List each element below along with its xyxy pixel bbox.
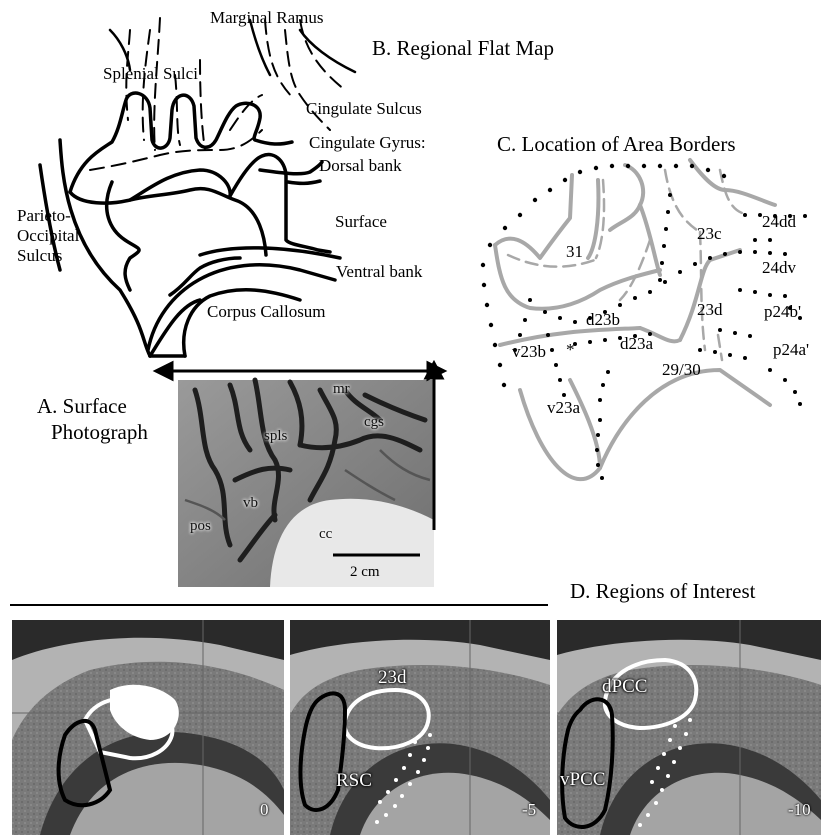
roi-label-rsc: RSC bbox=[336, 770, 372, 792]
slice-number-minus5: -5 bbox=[522, 800, 536, 820]
mri-slice-minus10 bbox=[557, 620, 821, 835]
roi-label-vpcc: vPCC bbox=[560, 769, 605, 791]
slice-number-minus10: -10 bbox=[788, 800, 811, 820]
roi-label-dpcc: dPCC bbox=[602, 676, 647, 698]
slice-number-0: 0 bbox=[260, 800, 269, 820]
mri-slice-0 bbox=[12, 620, 284, 835]
mri-slice-minus5 bbox=[290, 620, 550, 835]
roi-label-23d: 23d bbox=[378, 667, 407, 689]
